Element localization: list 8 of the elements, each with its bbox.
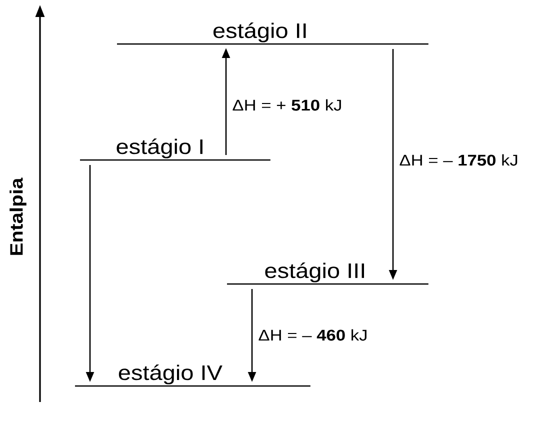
energy-level: estágio III [227, 262, 428, 285]
edge-label: ΔH = + 510 kJ [232, 99, 341, 111]
edge-label: ΔH = – 460 kJ [258, 329, 366, 341]
energy-level: estágio IV [75, 364, 310, 387]
edge-label: ΔH = – 1750 kJ [400, 154, 518, 166]
energy-level: estágio I [80, 138, 270, 161]
axis-label: Entalpia [10, 178, 26, 255]
energy-level: estágio II [117, 22, 428, 45]
